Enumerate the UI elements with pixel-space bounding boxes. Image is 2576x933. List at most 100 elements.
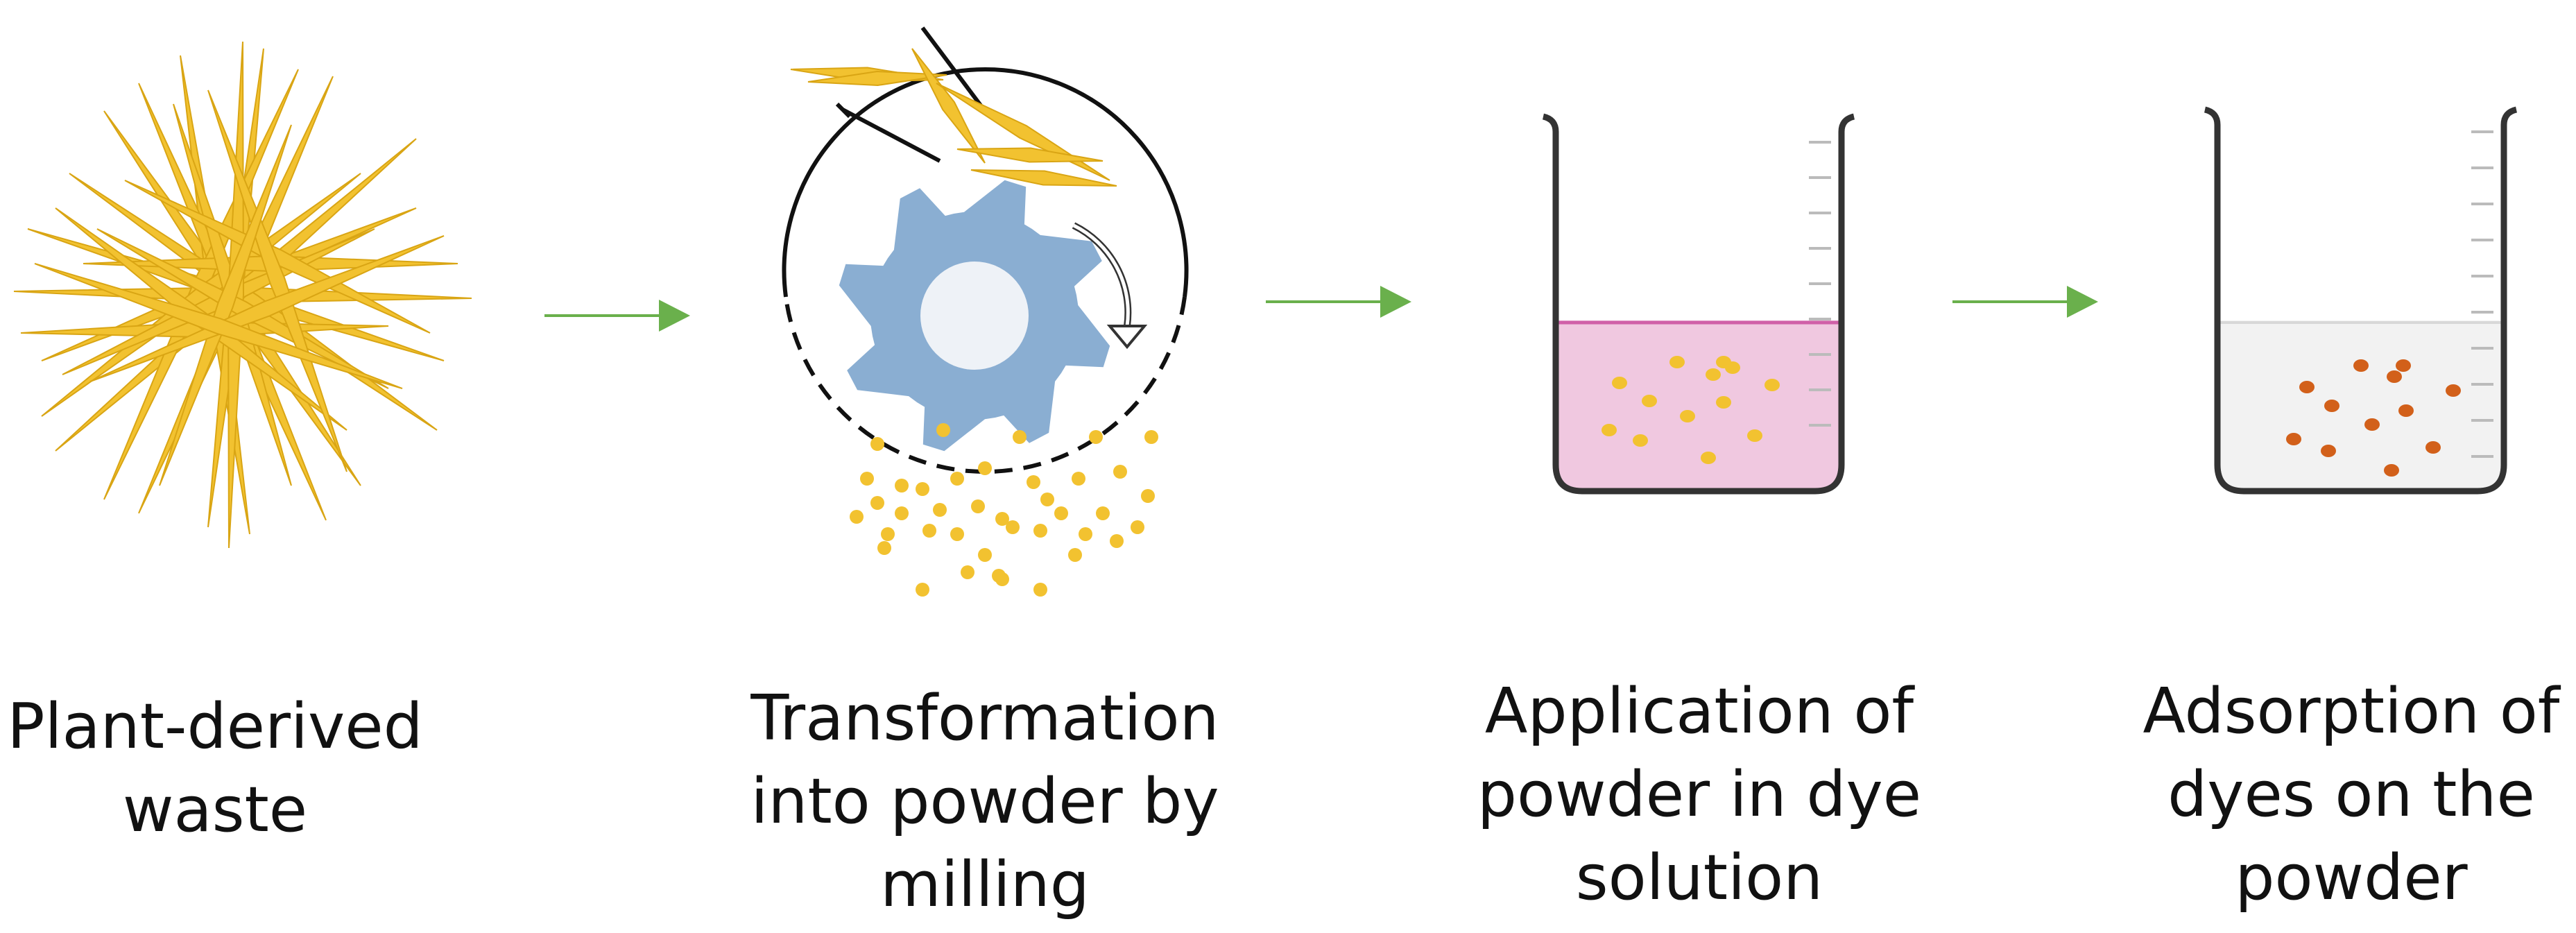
powder-particle [1089, 430, 1103, 444]
powder-particle [870, 496, 884, 510]
powder-particle [916, 583, 929, 597]
dyed-particle [2324, 400, 2339, 412]
straw [807, 71, 947, 86]
dyed-particle [2387, 370, 2402, 383]
powder-particle [1764, 379, 1780, 391]
beaker-adsorbed-dye [2204, 106, 2518, 495]
powder-particle [1033, 524, 1047, 538]
powder-particle [936, 423, 950, 437]
powder-particle [1079, 527, 1092, 541]
powder-particle [1725, 361, 1740, 374]
dyed-particle [2396, 359, 2411, 372]
powder-particle [850, 510, 864, 524]
powder-particle [1144, 430, 1158, 444]
powder-particle [1141, 489, 1155, 503]
label-line: solution [1575, 841, 1823, 914]
straw [970, 169, 1117, 187]
powder-particle [1602, 424, 1617, 436]
powder-particle [916, 482, 929, 496]
straw [34, 263, 403, 389]
powder-particle [950, 472, 964, 486]
powder-particle [933, 503, 947, 517]
powder-particle [1068, 548, 1082, 562]
dyed-particle [2364, 418, 2380, 431]
label-line: Adsorption of [2143, 675, 2560, 748]
powder-particle [1054, 506, 1068, 520]
powder-particle [978, 461, 992, 475]
powder-particle [1706, 368, 1721, 381]
powder-particles [850, 423, 1158, 597]
label-line: Transformation [750, 682, 1219, 755]
dyed-particle [2286, 433, 2301, 445]
powder-particle [1027, 475, 1040, 489]
plant-waste-straw-illustration [13, 41, 472, 549]
powder-particle [1096, 506, 1110, 520]
powder-particle [950, 527, 964, 541]
powder-particle [1033, 583, 1047, 597]
straw [124, 180, 431, 334]
label-line: powder in dye [1477, 758, 1922, 831]
dyed-powder-particles [2286, 359, 2461, 477]
label-line: Plant-derived [7, 690, 423, 763]
step-label-adsorption: Adsorption of dyes on the powder [2115, 670, 2576, 920]
beaker-2-outline [2204, 106, 2518, 495]
powder-particle [895, 506, 909, 520]
straw [159, 124, 292, 486]
step-label-dye-application: Application of powder in dye solution [1443, 670, 1956, 920]
step-label-plant-waste: Plant-derived waste [0, 685, 430, 852]
powder-particle [1110, 534, 1124, 548]
beaker-2-graduations [2471, 130, 2493, 458]
hopper-left-wall [841, 108, 941, 163]
mill-housing [782, 67, 1189, 298]
powder-particle [961, 565, 974, 579]
powder-particle [1680, 410, 1695, 422]
powder-particle [1716, 396, 1731, 409]
powder-particle [1642, 395, 1657, 407]
hopper-right-wall [920, 26, 987, 112]
dyed-particle [2321, 445, 2336, 457]
step-label-milling: Transformation into powder by milling [721, 677, 1248, 927]
label-line: into powder by [750, 765, 1219, 838]
dye-solution-liquid [1556, 320, 1841, 491]
powder-particle [971, 499, 985, 513]
powder-particle [1747, 429, 1762, 442]
yellow-powder-particles [1602, 356, 1780, 464]
process-arrow-2 [1266, 286, 1411, 318]
dyed-particle [2398, 404, 2414, 417]
dyed-particle [2299, 381, 2315, 393]
dyed-particle [2384, 464, 2399, 477]
straw [956, 147, 1104, 163]
powder-particle [877, 541, 891, 555]
mill-illustration [782, 26, 1189, 597]
powder-particle [1131, 520, 1144, 534]
beaker-1-graduations [1809, 141, 1831, 427]
dyed-particle [2353, 359, 2369, 372]
powder-particle [1072, 472, 1085, 486]
label-line: dyes on the [2167, 758, 2535, 831]
powder-particle [1633, 434, 1648, 447]
powder-particle [1013, 430, 1027, 444]
powder-particle [895, 479, 909, 493]
powder-particle [860, 472, 874, 486]
powder-particle [995, 572, 1009, 586]
powder-particle [1669, 356, 1685, 368]
dyed-particle [2425, 441, 2441, 454]
label-line: milling [880, 848, 1090, 921]
label-line: waste [122, 773, 308, 846]
powder-particle [1113, 465, 1127, 479]
powder-particle [922, 524, 936, 538]
dyed-particle [2446, 384, 2461, 397]
powder-particle [995, 512, 1009, 526]
process-arrow-3 [1952, 286, 2098, 318]
rotation-arrowhead [1106, 325, 1148, 350]
powder-particle [1040, 493, 1054, 506]
label-line: Application of [1484, 675, 1914, 748]
powder-particle [881, 527, 895, 541]
beaker-dye-solution [1542, 113, 1855, 495]
powder-particle [978, 548, 992, 562]
powder-particle [1701, 452, 1716, 464]
clear-solution-liquid [2217, 320, 2504, 491]
milling-gear [839, 180, 1110, 452]
powder-particle [1612, 377, 1627, 389]
